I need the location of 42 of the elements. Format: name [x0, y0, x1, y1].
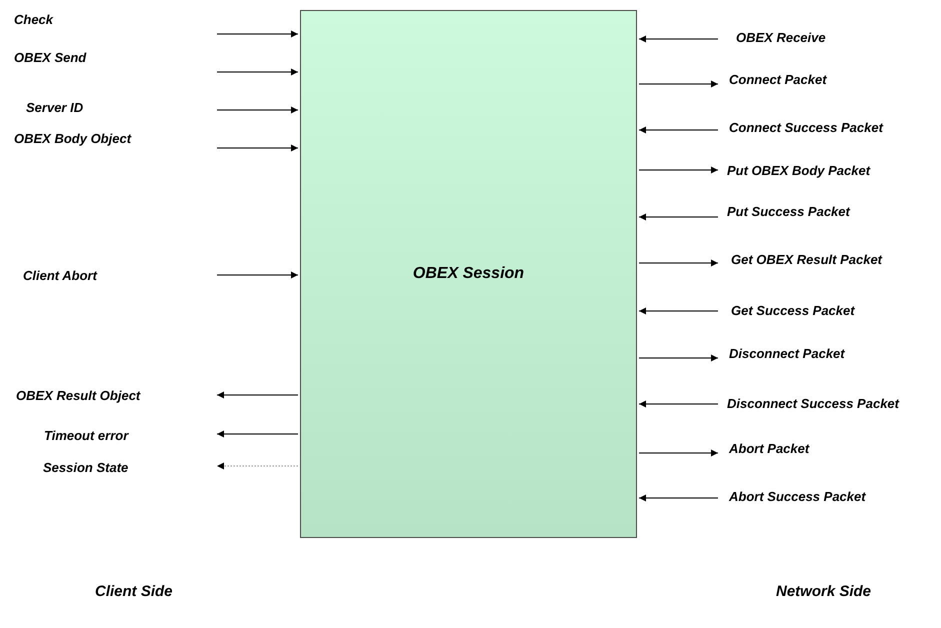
arrow — [216, 106, 298, 114]
signal-label: Get OBEX Result Packet — [731, 252, 882, 268]
arrow — [638, 494, 718, 502]
arrow — [638, 126, 718, 134]
signal-label: Abort Packet — [729, 441, 810, 457]
signal-label: Connect Packet — [729, 72, 827, 88]
arrow — [638, 400, 718, 408]
side-label: Client Side — [95, 584, 173, 600]
arrow — [216, 68, 298, 76]
arrow — [216, 272, 298, 278]
signal-label: OBEX Body Object — [14, 131, 132, 147]
signal-label: Check — [14, 12, 54, 28]
signal-label: Get Success Packet — [731, 303, 855, 319]
signal-label: Connect Success Packet — [729, 120, 883, 136]
arrow — [638, 260, 718, 266]
arrow — [638, 36, 718, 42]
arrow — [216, 144, 298, 152]
signal-label: Disconnect Success Packet — [727, 396, 899, 412]
signal-label: Session State — [43, 460, 128, 476]
arrow — [638, 354, 718, 362]
signal-label: Server ID — [26, 100, 84, 116]
signal-label: Put OBEX Body Packet — [727, 163, 870, 179]
signal-label: Abort Success Packet — [729, 489, 866, 505]
arrow — [638, 166, 718, 174]
arrow — [638, 80, 718, 88]
arrow — [638, 450, 718, 456]
arrow — [638, 214, 718, 220]
signal-label: OBEX Receive — [736, 30, 826, 46]
signal-label: Timeout error — [44, 428, 128, 444]
arrow — [638, 308, 718, 314]
signal-label: Client Abort — [23, 268, 97, 284]
signal-label: OBEX Send — [14, 50, 86, 66]
signal-label: OBEX Result Object — [16, 388, 140, 404]
signal-label: Put Success Packet — [727, 204, 850, 220]
box-title: OBEX Session — [412, 265, 524, 283]
side-label: Network Side — [776, 584, 872, 600]
signal-label: Disconnect Packet — [729, 346, 845, 362]
session-box — [300, 10, 637, 538]
arrow — [216, 462, 298, 470]
arrow — [216, 430, 298, 438]
arrow — [216, 30, 298, 38]
arrow — [216, 392, 298, 398]
